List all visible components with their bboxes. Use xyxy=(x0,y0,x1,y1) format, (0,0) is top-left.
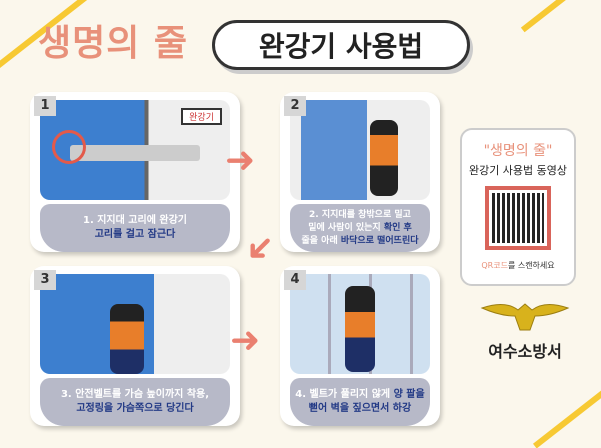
qr-note: QR코드를 스캔하세요 xyxy=(481,261,555,270)
caption-line: 고정링을 가슴쪽으로 당긴다 xyxy=(76,403,194,414)
page-subtitle: 완강기 사용법 xyxy=(212,20,470,70)
step-2-illustration xyxy=(290,100,430,200)
qr-subtitle: 완강기 사용법 동영상 xyxy=(468,164,568,177)
step-3-panel: 3 3. 안전벨트를 가슴 높이까지 착용, 고정링을 가슴쪽으로 당긴다 xyxy=(30,266,240,426)
caption-line: 줄을 아래 바닥으로 떨어뜨린다 xyxy=(301,235,419,246)
step-2-panel: 2 2. 지지대를 창밖으로 밀고 밑에 사람이 있는지 확인 후 줄을 아래 … xyxy=(280,92,440,252)
caption-line: 1. 지지대 고리에 완강기 xyxy=(82,215,187,226)
step-1-illustration: 완강기 xyxy=(40,100,230,200)
decor-stripe xyxy=(532,357,601,448)
firefighter-figure xyxy=(370,120,398,196)
arrow-right-icon: ➜ xyxy=(230,320,261,361)
step-4-panel: 4 4. 벨트가 풀리지 않게 양 팔을 뻗어 벽을 짚으면서 하강 xyxy=(280,266,440,426)
step-caption: 4. 벨트가 풀리지 않게 양 팔을 뻗어 벽을 짚으면서 하강 xyxy=(290,378,430,426)
qr-code-icon[interactable] xyxy=(485,186,551,250)
step-number: 4 xyxy=(284,270,306,290)
fire-department-emblem-icon xyxy=(480,303,570,331)
sign-label: 완강기 xyxy=(181,108,222,125)
page-title: 생명의 줄 xyxy=(38,23,189,64)
firefighter-figure xyxy=(345,286,375,372)
step-caption: 1. 지지대 고리에 완강기 고리를 걸고 잠근다 xyxy=(40,204,230,252)
step-1-panel: 1 완강기 1. 지지대 고리에 완강기 고리를 걸고 잠근다 xyxy=(30,92,240,252)
caption-line: 4. 벨트가 풀리지 않게 양 팔을 xyxy=(295,389,425,400)
caption-line: 밑에 사람이 있는지 확인 후 xyxy=(308,222,412,233)
step-number: 1 xyxy=(34,96,56,116)
step-4-illustration xyxy=(290,274,430,374)
qr-card: "생명의 줄" 완강기 사용법 동영상 QR코드를 스캔하세요 xyxy=(460,128,576,286)
caption-line: 3. 안전벨트를 가슴 높이까지 착용, xyxy=(60,389,210,400)
arrow-down-left-icon: ➜ xyxy=(234,223,286,274)
caption-line: 뻗어 벽을 짚으면서 하강 xyxy=(308,403,412,414)
caption-line: 2. 지지대를 창밖으로 밀고 xyxy=(309,209,411,220)
firefighter-figure xyxy=(110,304,144,374)
step-number: 3 xyxy=(34,270,56,290)
support-arm xyxy=(70,145,200,161)
step-number: 2 xyxy=(284,96,306,116)
arrow-right-icon: ➜ xyxy=(225,140,256,181)
step-3-illustration xyxy=(40,274,230,374)
hook-highlight-icon xyxy=(52,130,86,164)
step-caption: 2. 지지대를 창밖으로 밀고 밑에 사람이 있는지 확인 후 줄을 아래 바닥… xyxy=(290,204,430,252)
organization-name: 여수소방서 xyxy=(488,342,562,361)
decor-stripe xyxy=(520,0,601,33)
caption-line: 고리를 걸고 잠근다 xyxy=(94,229,176,240)
step-caption: 3. 안전벨트를 가슴 높이까지 착용, 고정링을 가슴쪽으로 당긴다 xyxy=(40,378,230,426)
qr-title: "생명의 줄" xyxy=(483,143,553,159)
